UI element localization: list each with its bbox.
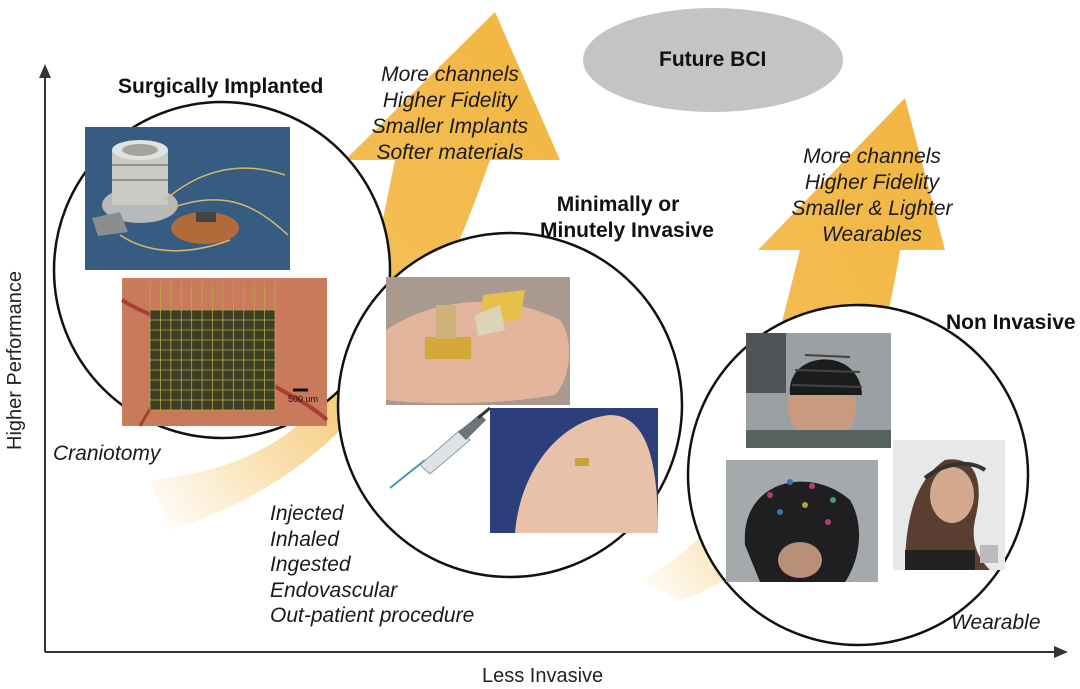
method-inhaled: Inhaled — [270, 527, 339, 551]
surgical-arrow-text: More channels Higher Fidelity Smaller Im… — [362, 62, 538, 166]
syringe-photo — [386, 406, 491, 490]
electrode-grid-photo — [120, 278, 329, 427]
surgical-growth-arrow — [150, 12, 560, 530]
surgical-point-2: Higher Fidelity — [382, 89, 518, 112]
surgical-title: Surgically Implanted — [118, 75, 324, 98]
implant-connector-photo — [85, 127, 290, 270]
headband-wearable-photo — [893, 440, 1005, 570]
noninvasive-title: Non Invasive — [946, 311, 1076, 334]
wearable-label: Wearable — [951, 611, 1041, 634]
method-ingested: Ingested — [270, 553, 351, 576]
noninvasive-point-4: Wearables — [822, 223, 922, 246]
craniotomy-label: Craniotomy — [53, 442, 161, 465]
surgical-point-4: Softer materials — [376, 141, 524, 164]
x-axis-arrowhead — [1054, 646, 1068, 658]
method-endovascular: Endovascular — [270, 578, 398, 602]
noninvasive-point-2: Higher Fidelity — [804, 171, 940, 194]
minimal-title-line-2: Minutely Invasive — [540, 219, 714, 242]
surgical-point-1: More channels — [381, 63, 519, 86]
eeg-cap-photo — [746, 333, 891, 448]
tiny-chip-fingertip-photo — [490, 408, 658, 533]
minimal-title: Minimally or Minutely Invasive — [540, 192, 714, 244]
y-axis-label: Higher Performance — [4, 270, 26, 450]
future-bci-ellipse — [583, 8, 843, 112]
minimal-title-line-1: Minimally or — [556, 193, 680, 216]
method-injected: Injected — [270, 502, 344, 525]
future-bci-label: Future BCI — [659, 48, 767, 71]
noninvasive-point-1: More channels — [803, 145, 941, 168]
surgical-point-3: Smaller Implants — [371, 115, 529, 138]
noninvasive-point-3: Smaller & Lighter — [791, 197, 953, 220]
x-axis-label: Less Invasive — [482, 665, 604, 687]
minimal-methods: Injected Inhaled Ingested Endovascular O… — [270, 501, 474, 629]
fingertip-chips-photo — [386, 277, 570, 405]
y-axis-arrowhead — [39, 64, 51, 78]
method-outpatient: Out-patient procedure — [270, 604, 475, 627]
electrode-cap-photo — [726, 460, 878, 582]
scale-bar-label: 500 um — [288, 394, 319, 404]
noninvasive-arrow-text: More channels Higher Fidelity Smaller & … — [782, 144, 962, 248]
